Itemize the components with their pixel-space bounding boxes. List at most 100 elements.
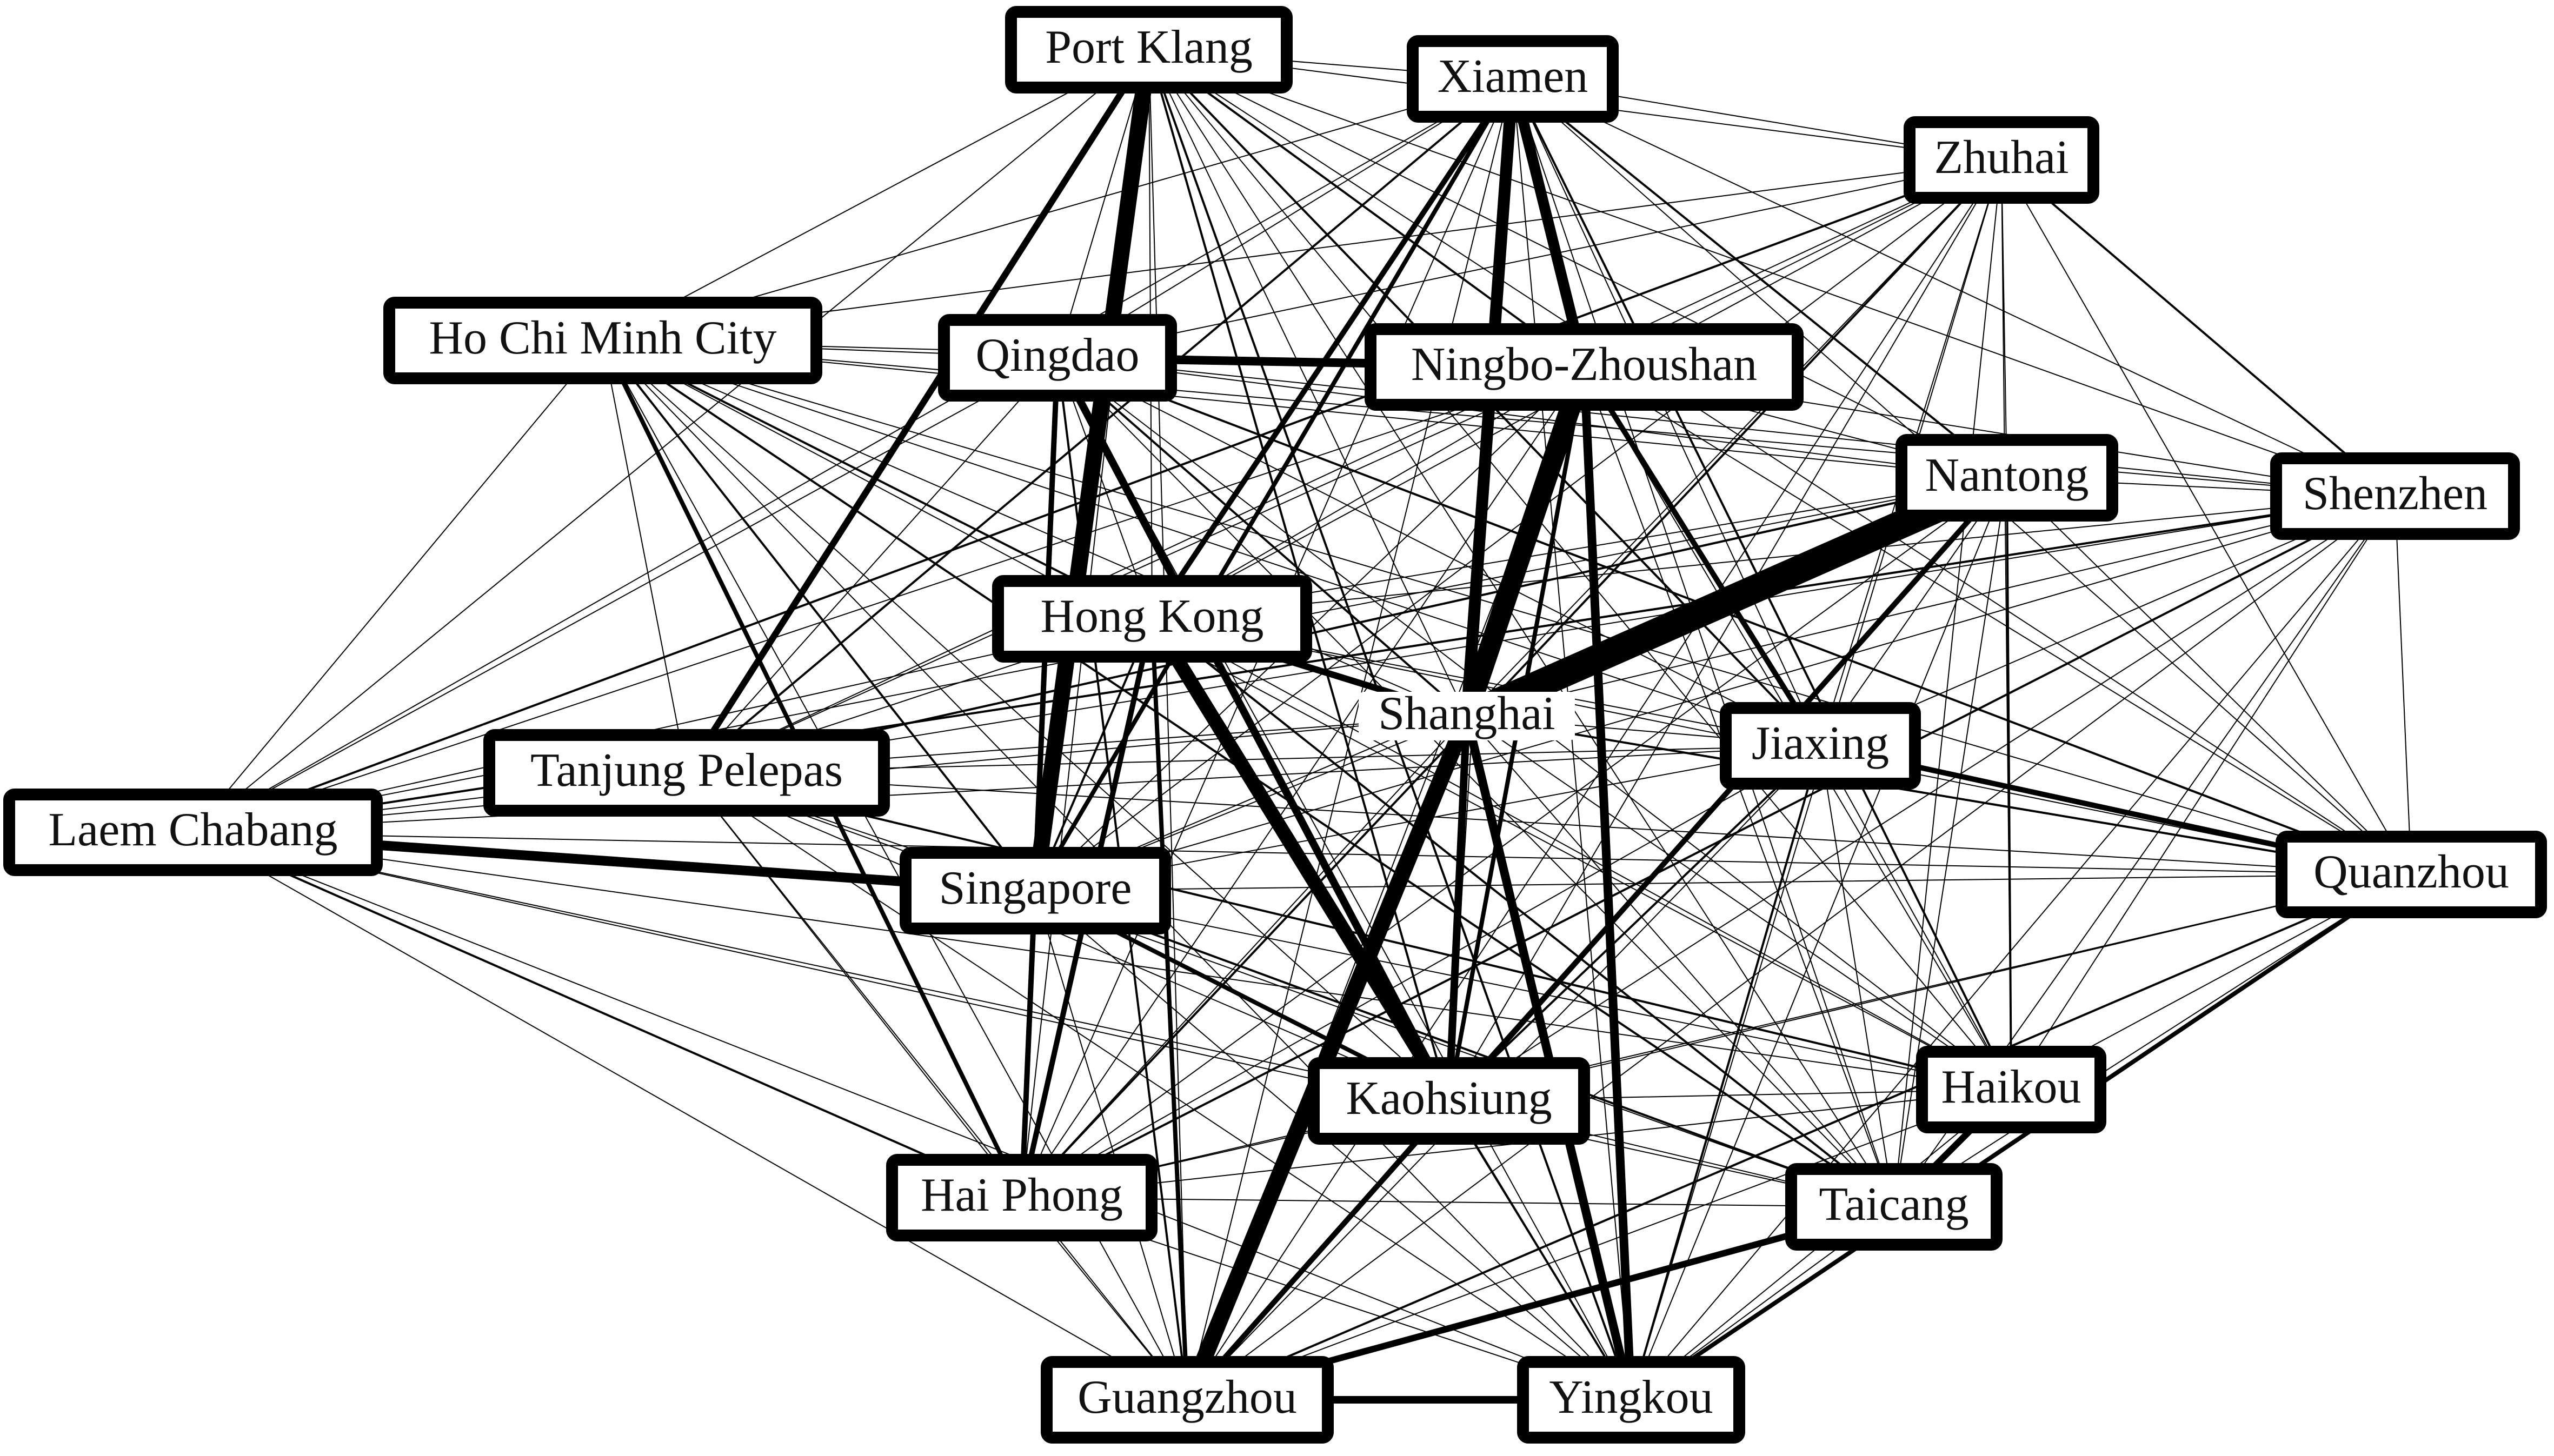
edge-shenzhen-singapore xyxy=(1035,496,2396,891)
node-zhuhai: Zhuhai xyxy=(1904,116,2099,204)
edge-shenzhen-haikou xyxy=(2011,496,2396,1090)
node-label-shanghai: Shanghai xyxy=(1378,687,1555,740)
edge-xiamen-nantong xyxy=(1512,78,2008,479)
edge-jiaxing-kaohsiung xyxy=(1448,745,1821,1102)
edge-zhuhai-shenzhen xyxy=(2000,159,2396,497)
edge-qingdao-laem-chabang xyxy=(192,357,1058,833)
edge-qingdao-kaohsiung xyxy=(1054,354,1453,1105)
node-label-shenzhen: Shenzhen xyxy=(2303,467,2488,520)
edge-nantong-hai-phong xyxy=(1021,477,2007,1198)
node-label-qingdao: Qingdao xyxy=(975,329,1139,382)
edge-xiamen-ningbo-zhoushan xyxy=(1507,74,1589,372)
node-box-yingkou xyxy=(1517,1356,1745,1444)
edge-ningbo-zhoushan-tanjung-pelepas xyxy=(686,366,1585,773)
edge-shanghai-quanzhou xyxy=(1466,715,2412,876)
edge-port-klang-guangzhou xyxy=(1148,49,1188,1400)
edge-ho-chi-minh-city-nantong xyxy=(602,340,2007,478)
edge-hong-kong-guangzhou xyxy=(1150,617,1189,1402)
node-singapore: Singapore xyxy=(900,847,1171,934)
edge-singapore-taicang xyxy=(1034,890,1895,1208)
node-label-ningbo-zhoushan: Ningbo-Zhoushan xyxy=(1411,338,1757,391)
edge-xiamen-shenzhen xyxy=(1512,78,2396,497)
node-box-singapore xyxy=(900,847,1171,934)
edge-port-klang-nantong xyxy=(1148,49,2007,478)
node-label-xiamen: Xiamen xyxy=(1438,50,1588,103)
node-box-ningbo-zhoushan xyxy=(1365,323,1804,411)
edge-jiaxing-haikou xyxy=(1820,745,2012,1090)
node-haikou: Haikou xyxy=(1916,1046,2106,1133)
edge-quanzhou-guangzhou xyxy=(1186,873,2412,1401)
node-shenzhen: Shenzhen xyxy=(2270,452,2520,540)
edge-shanghai-ningbo-zhoushan xyxy=(1456,357,1594,726)
edge-tanjung-pelepas-kaohsiung xyxy=(686,772,1449,1101)
edge-laem-chabang-yingkou xyxy=(192,832,1632,1400)
node-quanzhou: Quanzhou xyxy=(2276,831,2547,918)
node-label-nantong: Nantong xyxy=(1925,449,2089,502)
edge-jiaxing-yingkou xyxy=(1630,745,1821,1401)
edge-shenzhen-guangzhou xyxy=(1187,496,2396,1400)
edge-port-klang-ho-chi-minh-city xyxy=(602,49,1149,341)
edge-xiamen-hong-kong xyxy=(1149,76,1515,622)
edge-shenzhen-hai-phong xyxy=(1021,495,2396,1199)
edge-nantong-jiaxing xyxy=(1820,477,2007,746)
edge-shanghai-haikou xyxy=(1466,716,2012,1090)
node-label-jiaxing: Jiaxing xyxy=(1752,717,1889,770)
node-label-hong-kong: Hong Kong xyxy=(1040,590,1263,643)
edge-haikou-guangzhou xyxy=(1187,1089,2012,1400)
edge-port-klang-shenzhen xyxy=(1148,49,2396,497)
node-label-port-klang: Port Klang xyxy=(1045,21,1253,74)
edge-zhuhai-taicang xyxy=(1893,159,2002,1207)
edge-ningbo-zhoushan-yingkou xyxy=(1580,363,1635,1404)
edge-ningbo-zhoushan-quanzhou xyxy=(1584,366,2412,875)
edge-qingdao-quanzhou xyxy=(1056,357,2412,876)
edge-quanzhou-yingkou xyxy=(1629,872,2413,1402)
node-box-hai-phong xyxy=(886,1154,1158,1241)
edge-laem-chabang-guangzhou xyxy=(192,832,1188,1400)
edge-zhuhai-laem-chabang xyxy=(192,159,2003,833)
edge-shanghai-kaohsiung xyxy=(1445,712,1471,1105)
node-box-xiamen xyxy=(1407,35,1619,123)
node-box-kaohsiung xyxy=(1308,1057,1590,1145)
edge-zhuhai-hai-phong xyxy=(1021,159,2003,1199)
node-label-ho-chi-minh-city: Ho Chi Minh City xyxy=(429,312,777,364)
edge-shenzhen-shanghai xyxy=(1466,496,2396,717)
node-label-laem-chabang: Laem Chabang xyxy=(48,804,337,856)
edge-port-klang-laem-chabang xyxy=(192,49,1149,833)
edge-xiamen-singapore xyxy=(1033,77,1515,893)
edge-qingdao-taicang xyxy=(1057,357,1894,1207)
edge-singapore-haikou xyxy=(1035,890,2012,1090)
edge-port-klang-singapore xyxy=(1027,42,1157,899)
node-box-taicang xyxy=(1785,1163,2003,1251)
edge-xiamen-guangzhou xyxy=(1187,78,1513,1400)
edge-singapore-quanzhou xyxy=(1035,874,2412,891)
edge-laem-chabang-hai-phong xyxy=(192,831,1023,1199)
edge-hong-kong-haikou xyxy=(1152,618,2012,1090)
node-box-jiaxing xyxy=(1720,702,1921,790)
edge-shenzhen-hong-kong xyxy=(1152,496,2396,619)
node-box-haikou xyxy=(1916,1046,2106,1133)
edge-hong-kong-taicang xyxy=(1151,618,1895,1208)
node-box-hong-kong xyxy=(992,575,1312,663)
node-yingkou: Yingkou xyxy=(1517,1356,1745,1444)
edge-xiamen-laem-chabang xyxy=(192,78,1513,833)
node-nantong: Nantong xyxy=(1895,434,2118,522)
edge-hong-kong-singapore xyxy=(1034,618,1153,892)
edge-xiamen-taicang xyxy=(1512,78,1894,1207)
node-box-ho-chi-minh-city xyxy=(383,297,822,384)
edge-xiamen-jiaxing xyxy=(1512,78,1821,746)
node-label-yingkou: Yingkou xyxy=(1549,1371,1713,1424)
edge-xiamen-qingdao xyxy=(1057,78,1513,358)
edge-shenzhen-tanjung-pelepas xyxy=(686,496,2396,773)
node-jiaxing: Jiaxing xyxy=(1720,702,1921,790)
node-tanjung-pelepas: Tanjung Pelepas xyxy=(483,729,890,817)
node-box-qingdao xyxy=(938,314,1177,402)
edge-laem-chabang-taicang xyxy=(192,832,1894,1207)
node-box-zhuhai xyxy=(1904,116,2099,204)
node-label-zhuhai: Zhuhai xyxy=(1934,131,2069,184)
edge-shenzhen-yingkou xyxy=(1631,496,2396,1400)
edge-kaohsiung-yingkou xyxy=(1448,1100,1632,1401)
node-shanghai: Shanghai xyxy=(1359,687,1575,740)
edge-qingdao-nantong xyxy=(1057,357,2007,478)
